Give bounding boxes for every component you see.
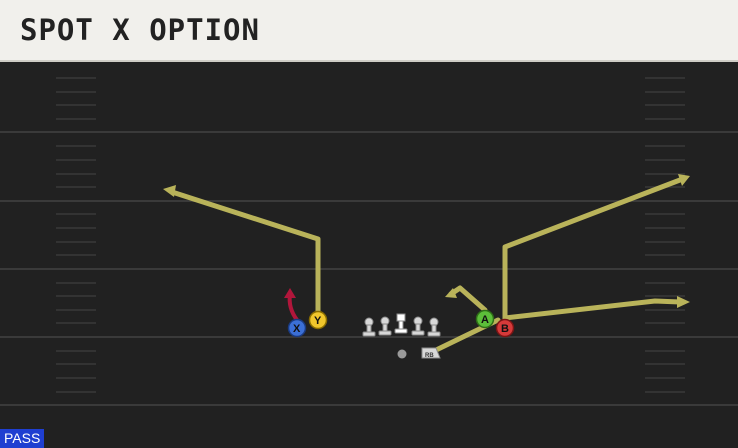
arrowhead-icon xyxy=(163,185,176,197)
quarterback-icon xyxy=(397,349,407,359)
b-post-route xyxy=(502,177,683,331)
play-title: SPOT X OPTION xyxy=(20,13,260,47)
a-button-icon[interactable] xyxy=(475,309,495,329)
b-button-icon[interactable] xyxy=(495,318,515,338)
lineman-icon xyxy=(411,316,425,336)
a-out-route xyxy=(448,285,488,313)
b-flat-route xyxy=(502,298,683,321)
offensive-line xyxy=(362,313,441,337)
x-label: X xyxy=(293,323,301,335)
y-label: Y xyxy=(314,315,322,327)
left-hash-marks xyxy=(56,77,96,393)
arrowhead-icon xyxy=(678,174,690,186)
play-type-badge: PASS xyxy=(0,429,45,448)
arrowhead-icon xyxy=(445,288,457,298)
a-label: A xyxy=(481,314,489,326)
lineman-icon xyxy=(427,317,441,337)
y-corner-route xyxy=(169,189,321,321)
right-hash-marks xyxy=(645,77,685,393)
play-header: SPOT X OPTION xyxy=(0,0,738,60)
b-receiver[interactable]: B xyxy=(495,318,515,338)
rb-label: RB xyxy=(425,353,434,359)
a-receiver[interactable]: A xyxy=(475,309,495,329)
b-label: B xyxy=(501,323,509,335)
center-icon xyxy=(394,313,408,334)
lineman-icon xyxy=(362,317,376,337)
lineman-icon xyxy=(378,316,392,336)
y-receiver[interactable]: Y xyxy=(308,310,328,330)
y-button-icon[interactable] xyxy=(308,310,328,330)
block-arrow-icon xyxy=(284,288,296,298)
yard-lines xyxy=(0,131,738,406)
running-back-icon: RB xyxy=(421,347,441,359)
arrowhead-icon xyxy=(677,296,690,308)
x-button-icon[interactable] xyxy=(287,318,307,338)
x-receiver[interactable]: X xyxy=(287,318,307,338)
